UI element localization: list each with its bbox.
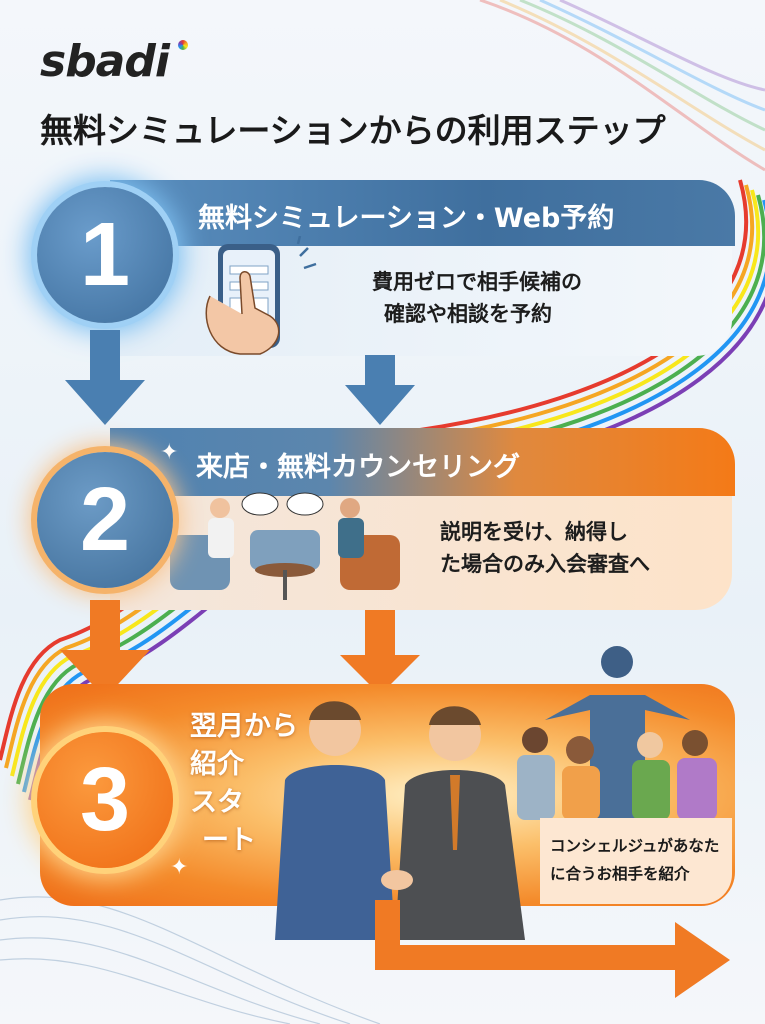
- step2-number-badge: 2: [37, 452, 173, 588]
- step1-header-band: [110, 180, 735, 246]
- step1-description-line: 確認や相談を予約: [384, 302, 552, 326]
- step2-description-line: 説明を受け、納得し: [440, 520, 628, 544]
- arrow-down-icon: [60, 600, 420, 698]
- logo-rainbow-mark: [178, 40, 188, 50]
- rainbow-ribbon-top: [479, 0, 765, 172]
- step1-heading: 無料シミュレーション・Web予約: [198, 203, 615, 234]
- sparkle-icon: ✦: [160, 440, 179, 465]
- step3-number-badge: 3: [37, 732, 173, 868]
- step3-heading-line: ート: [202, 825, 256, 856]
- arrow-right-icon: [375, 900, 730, 998]
- page-title: 無料シミュレーションからの利用ステップ: [40, 111, 666, 150]
- step3-description-line: コンシェルジュがあなた: [550, 837, 720, 855]
- flow-lines: [0, 896, 381, 1024]
- step3-description: コンシェルジュがあなた に合うお相手を紹介: [540, 818, 732, 888]
- hand-icon: [205, 271, 280, 355]
- step3-heading-line: スタ: [190, 787, 244, 818]
- step2-description: 説明を受け、納得し た場合のみ入会審査へ: [440, 516, 650, 580]
- step2-header-band: [110, 428, 735, 496]
- step3-description-line: に合うお相手を紹介: [550, 865, 690, 883]
- counseling-illustration: [170, 492, 400, 600]
- arrow-down-icon: [65, 330, 415, 425]
- speech-bubble-icon: [241, 492, 324, 516]
- concierge-group-illustration: [517, 646, 717, 820]
- step3-heading-line: 紹介: [190, 749, 244, 780]
- step2-heading: 来店・無料カウンセリング: [196, 452, 520, 483]
- step1-number-badge: 1: [37, 187, 173, 323]
- handshake-illustration: [275, 701, 525, 940]
- step1-description: 費用ゼロで相手候補の 確認や相談を予約: [372, 266, 582, 330]
- step1-description-line: 費用ゼロで相手候補の: [372, 270, 582, 294]
- step3-heading-line: 翌月から: [190, 711, 298, 742]
- sparkle-icon: ✦: [170, 855, 189, 880]
- step3-description-box: コンシェルジュがあなた に合うお相手を紹介: [540, 818, 732, 904]
- brand-logo: sbadi: [40, 36, 170, 87]
- phone-icon: 予約: [205, 236, 317, 355]
- step3-heading: 翌月から 紹介 スタ ート: [190, 708, 298, 860]
- step2-description-line: た場合のみ入会審査へ: [440, 552, 650, 576]
